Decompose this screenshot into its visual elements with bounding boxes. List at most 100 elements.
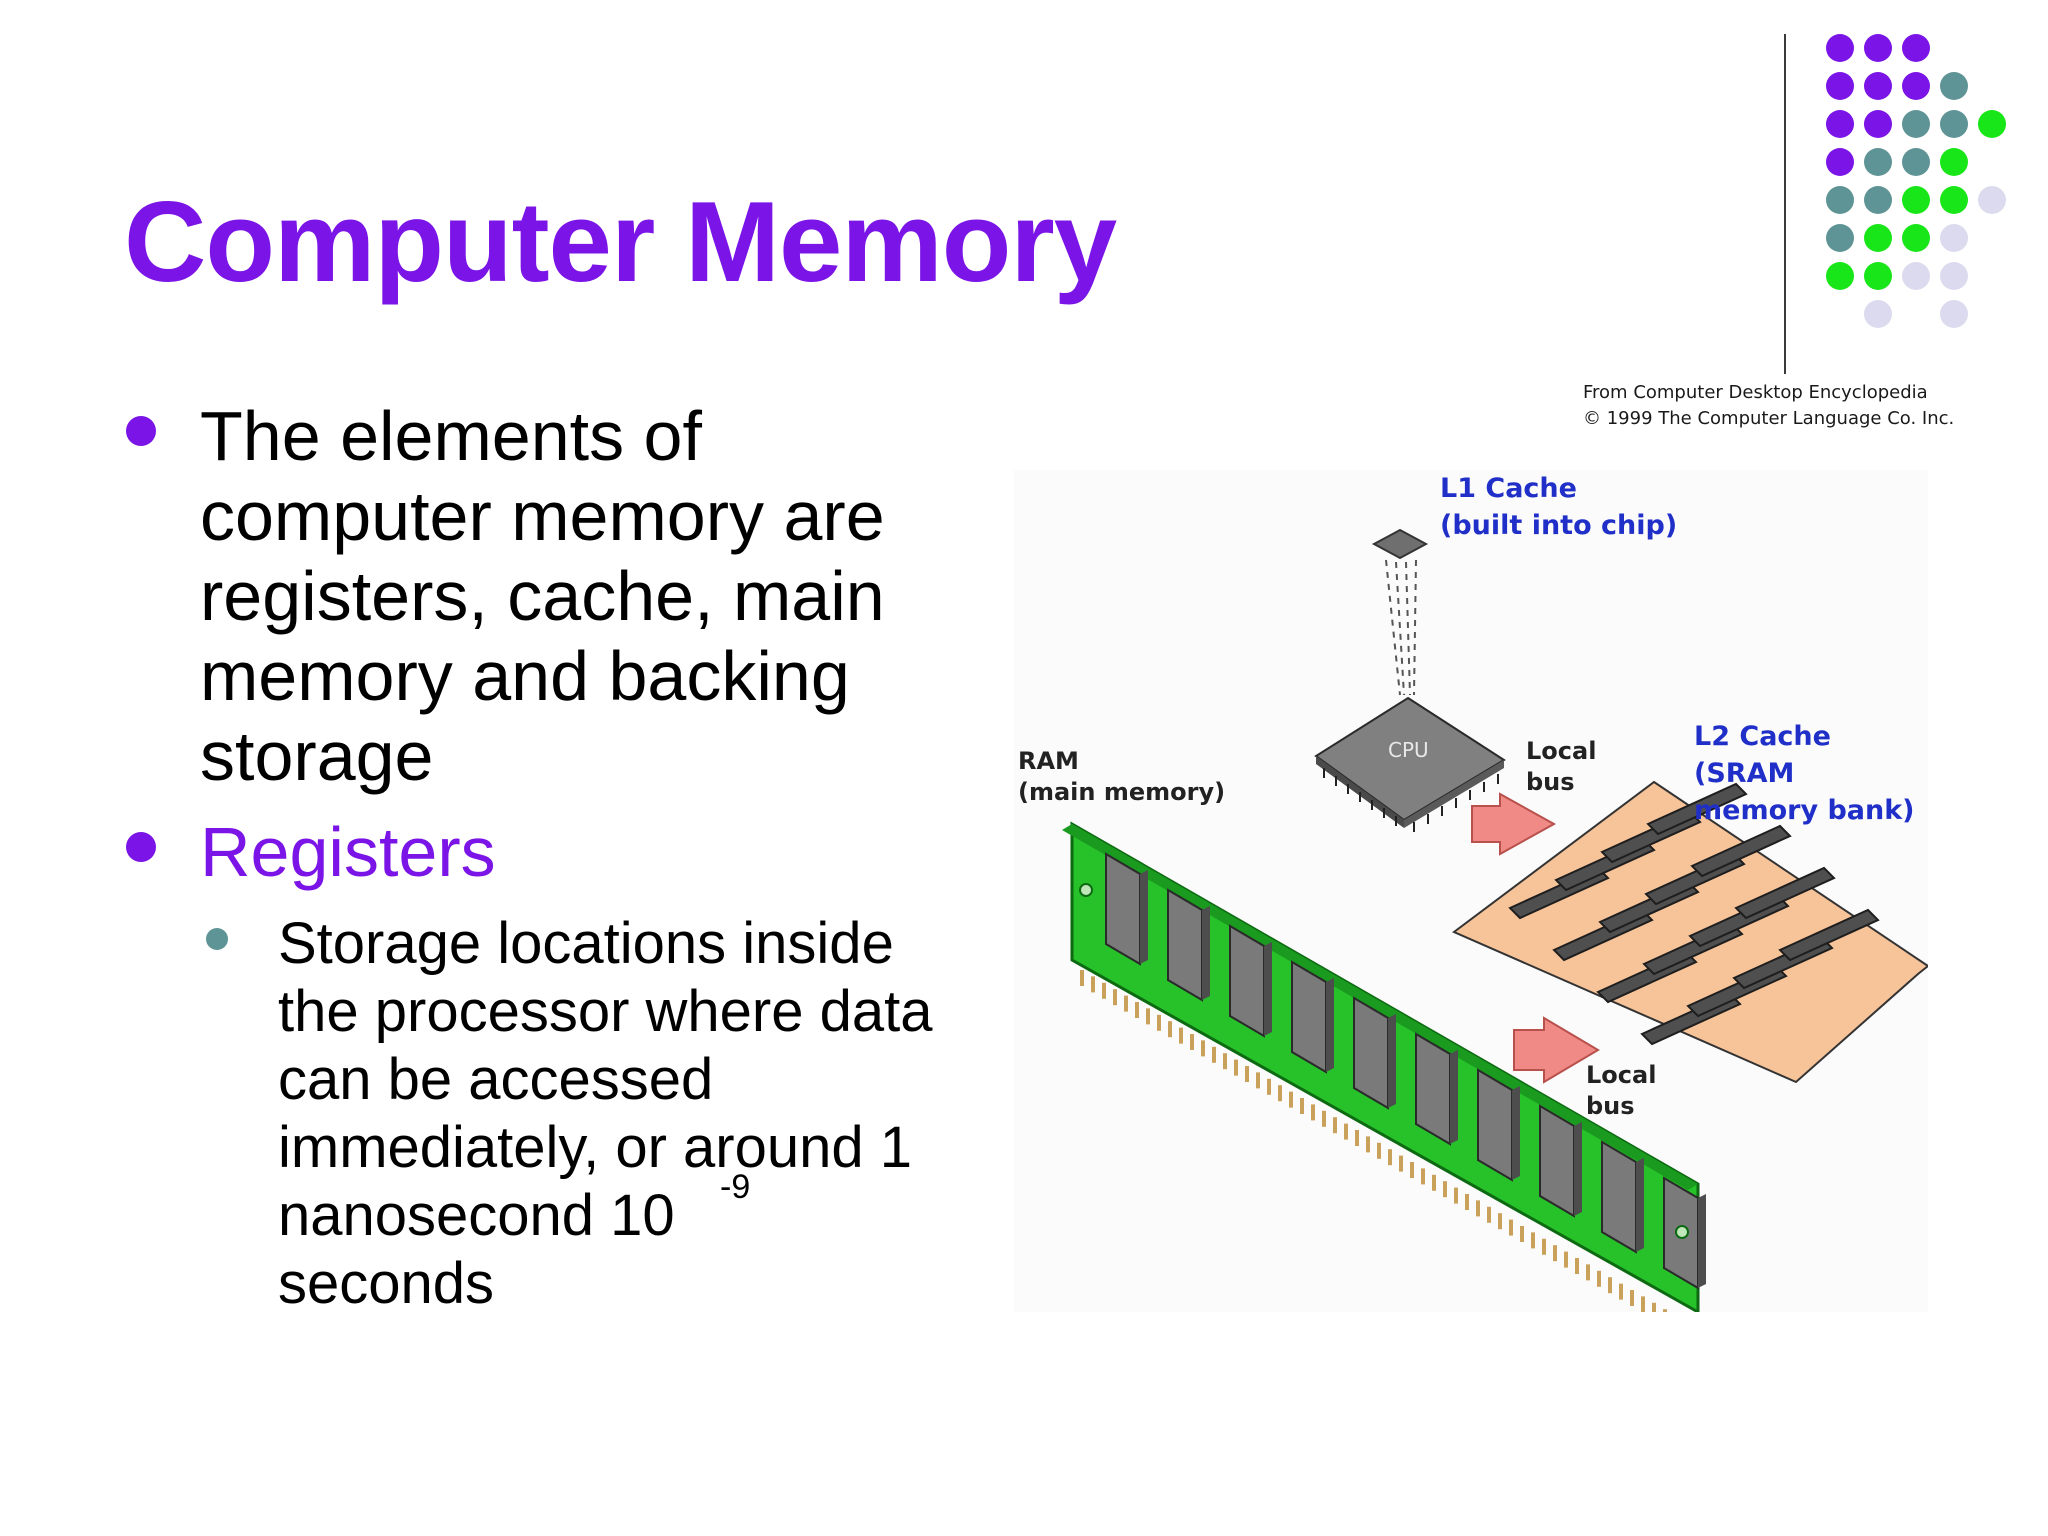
l1-cache-chip: [1371, 528, 1429, 560]
l1-cache-label: L1 Cache (built into chip): [1440, 470, 1677, 544]
ram-pin: [1377, 1142, 1381, 1159]
sram-chip: [1778, 908, 1880, 962]
ram-chip-side: [1698, 1194, 1706, 1288]
ram-pin: [1135, 1002, 1139, 1018]
credit-line: © 1999 The Computer Language Co. Inc.: [1583, 408, 1955, 429]
decorative-dot: [1864, 262, 1892, 290]
ram-pin: [1245, 1066, 1249, 1082]
ram-pin: [1597, 1270, 1601, 1287]
ram-pin: [1080, 970, 1084, 986]
label-line: Local: [1586, 1061, 1657, 1089]
bullet-marker: [126, 416, 156, 446]
sram-chip: [1690, 824, 1792, 878]
l1-cache-beam: [1385, 559, 1417, 696]
detail-line: the processor where data: [278, 979, 933, 1044]
ram-pin: [1212, 1046, 1216, 1063]
cpu-chip: [1314, 696, 1506, 832]
ram-pin: [1465, 1194, 1469, 1210]
ram-pin: [1553, 1245, 1557, 1262]
ram-pin: [1542, 1238, 1546, 1255]
ram-pin: [1146, 1008, 1150, 1025]
decorative-dot: [1902, 262, 1930, 290]
label-line: L2 Cache: [1694, 721, 1831, 752]
ram-pin: [1454, 1187, 1458, 1204]
ram-pin: [1179, 1027, 1183, 1044]
label-line: bus: [1526, 768, 1575, 796]
label-line: L1 Cache: [1440, 473, 1577, 504]
memory-hierarchy-figure: L1 Cache (built into chip) CPU RAM (main…: [1014, 470, 1928, 1312]
decorative-dot: [1826, 148, 1854, 176]
ram-pin: [1333, 1117, 1337, 1134]
ram-chip: [1229, 924, 1265, 1038]
ram-pin: [1432, 1174, 1436, 1191]
decorative-dot: [1940, 72, 1968, 100]
figure-credit: From Computer Desktop Encyclopedia © 199…: [1583, 380, 1954, 432]
ram-pin: [1476, 1200, 1480, 1217]
decorative-divider: [1784, 34, 1786, 374]
sram-chip: [1734, 866, 1836, 920]
ram-chip: [1477, 1068, 1513, 1182]
ram-module: [1062, 821, 1706, 1312]
decorative-dot: [1902, 186, 1930, 214]
ram-chip-side: [1512, 1086, 1520, 1180]
ram-pin: [1564, 1251, 1568, 1268]
decorative-dot: [1826, 262, 1854, 290]
ram-pin: [1443, 1181, 1447, 1198]
ram-chip: [1601, 1140, 1637, 1254]
decorative-dot: [1902, 224, 1930, 252]
detail-line: nanosecond 10 -9: [278, 1170, 1018, 1250]
ram-pin: [1300, 1098, 1304, 1114]
decorative-dot: [1864, 186, 1892, 214]
l2-cache-label: L2 Cache (SRAM memory bank): [1694, 718, 1915, 829]
ram-pin: [1344, 1123, 1348, 1140]
ram-chip-side: [1636, 1158, 1644, 1252]
label-line: (main memory): [1018, 778, 1226, 806]
ram-pin: [1267, 1078, 1271, 1095]
detail-line: seconds: [278, 1251, 495, 1316]
decorative-dot: [1940, 262, 1968, 290]
ram-pin: [1113, 989, 1117, 1006]
ram-pin: [1663, 1309, 1667, 1312]
ram-chip: [1415, 1032, 1451, 1146]
label-line: RAM: [1018, 747, 1079, 775]
ram-chip-side: [1326, 978, 1334, 1072]
ram-chip: [1539, 1104, 1575, 1218]
ram-pin: [1256, 1072, 1260, 1089]
ram-pin: [1630, 1290, 1634, 1306]
credit-line: From Computer Desktop Encyclopedia: [1583, 382, 1928, 403]
local-bus-label-bottom: Local bus: [1586, 1060, 1656, 1122]
ram-pin: [1355, 1130, 1359, 1146]
ram-pin: [1575, 1258, 1579, 1274]
ram-pin: [1124, 995, 1128, 1012]
cpu-label: CPU: [1388, 738, 1429, 762]
decorative-dot: [1864, 224, 1892, 252]
sram-chip: [1646, 782, 1748, 836]
decorative-dot: [1826, 224, 1854, 252]
ram-pin: [1223, 1053, 1227, 1070]
memory-illustration: [1062, 528, 1928, 1312]
local-bus-arrow-bottom: [1513, 1016, 1600, 1084]
ram-pin: [1520, 1226, 1524, 1242]
ram-chip: [1291, 960, 1327, 1074]
ram-pin: [1498, 1213, 1502, 1230]
detail-line-text: nanosecond 10: [278, 1183, 675, 1248]
label-line: Local: [1526, 737, 1597, 765]
ram-label: RAM (main memory): [1018, 746, 1225, 808]
ram-pin: [1608, 1277, 1612, 1294]
ram-pin: [1289, 1091, 1293, 1108]
decorative-dot: [1902, 148, 1930, 176]
ram-pin: [1399, 1155, 1403, 1172]
ram-chip-side: [1140, 870, 1148, 964]
ram-chip: [1105, 852, 1141, 966]
label-line: (SRAM: [1694, 758, 1795, 789]
ram-pin: [1322, 1110, 1326, 1127]
ram-pin: [1366, 1136, 1370, 1153]
ram-pin: [1388, 1149, 1392, 1166]
l2-sram-board: [1452, 780, 1928, 1084]
ram-pin: [1531, 1232, 1535, 1249]
detail-line: immediately, or around 1: [278, 1115, 913, 1180]
ram-pin: [1410, 1162, 1414, 1178]
decorative-dot: [1940, 186, 1968, 214]
decorative-dot: [1902, 72, 1930, 100]
label-line: (built into chip): [1440, 510, 1678, 541]
